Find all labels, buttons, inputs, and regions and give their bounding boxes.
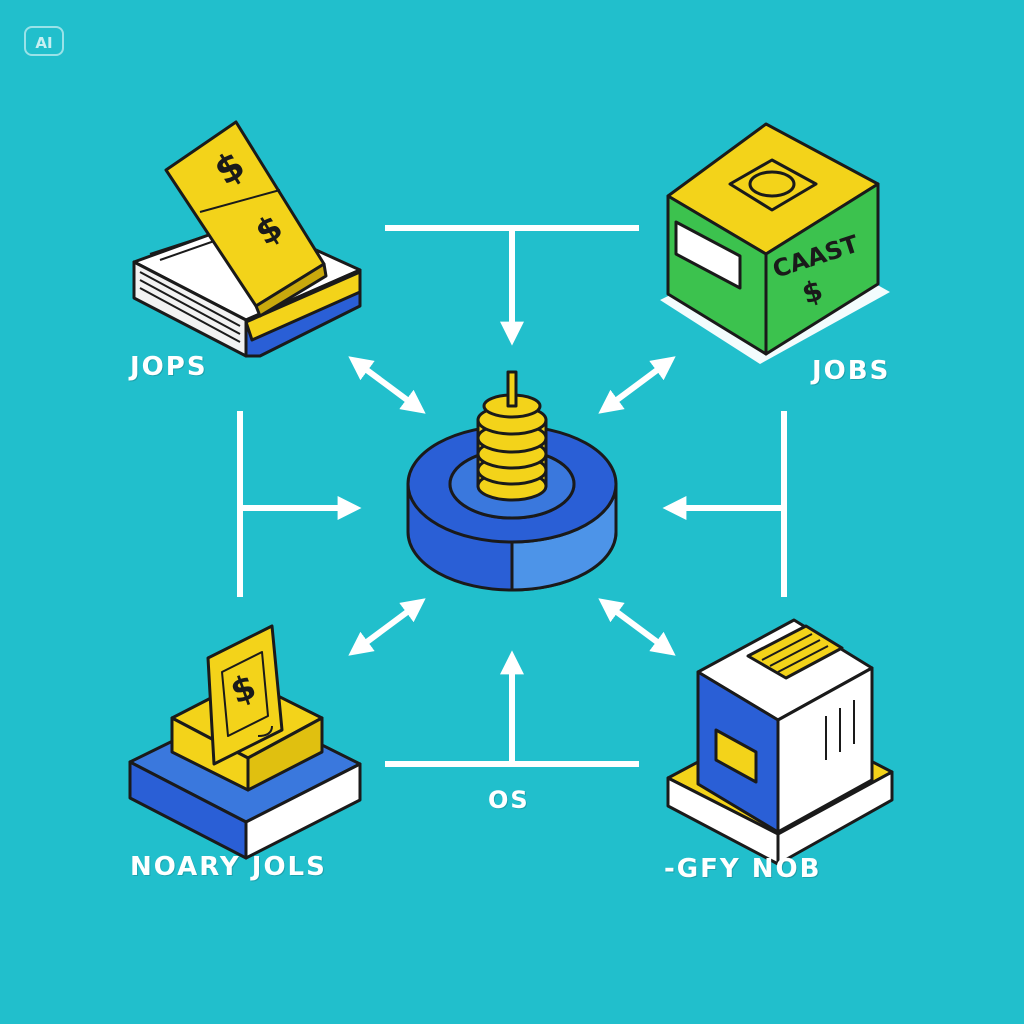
- central-hub-icon: [406, 370, 618, 592]
- label-bottom-left: NOARY JOLS: [130, 852, 327, 882]
- label-bottom-center: OS: [488, 786, 530, 814]
- connectors: [237, 225, 787, 767]
- dollar-card-icon: [128, 624, 362, 860]
- cash-bar-icon: [132, 120, 362, 358]
- bottom-left-double-arrow: [348, 598, 426, 656]
- top-right-double-arrow: [598, 356, 676, 414]
- label-top-left: JOPS: [130, 352, 208, 382]
- label-top-right: JOBS: [812, 356, 891, 386]
- bottom-right-double-arrow: [598, 598, 676, 656]
- label-bottom-right: -GFY NOB: [664, 854, 822, 884]
- server-box-icon: [666, 618, 894, 866]
- cash-box-icon: [660, 122, 890, 364]
- coin-stack-icon: [476, 370, 548, 502]
- top-left-double-arrow: [348, 356, 426, 414]
- ai-badge: AI: [24, 26, 64, 56]
